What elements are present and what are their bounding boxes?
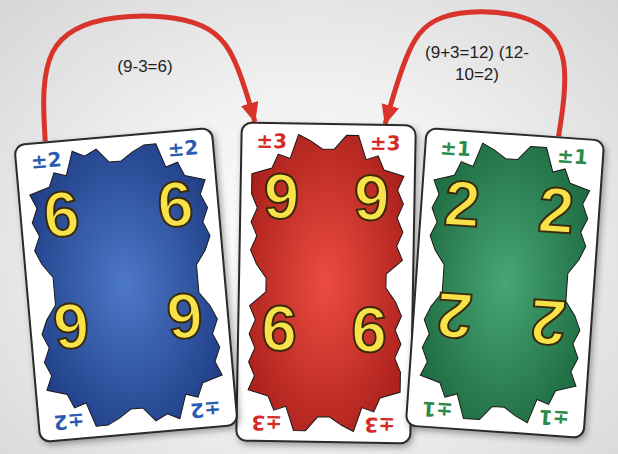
corner-value: ±2	[53, 410, 85, 433]
card-face	[15, 129, 236, 441]
arrow-connector	[385, 12, 565, 137]
corner-value: ±1	[440, 137, 472, 159]
card-face	[407, 129, 603, 437]
card-number: 9	[351, 297, 388, 362]
corner-value: ±3	[365, 415, 396, 436]
card-number: 2	[434, 282, 474, 348]
card-number: 2	[536, 177, 576, 243]
card-number: 9	[353, 165, 390, 230]
card-panel	[247, 134, 404, 433]
corner-value: ±3	[251, 413, 282, 434]
card-number: 6	[165, 283, 206, 350]
corner-value: ±2	[190, 398, 222, 421]
corner-value: ±2	[167, 137, 199, 160]
corner-value: ±1	[557, 145, 589, 167]
card-panel	[418, 140, 593, 426]
card-number: 9	[263, 164, 300, 229]
number-card: ±1±12222±1±1	[405, 127, 605, 439]
card-number: 2	[529, 289, 569, 355]
edge-label: (9+3=12) (12-10=2)	[422, 42, 532, 86]
card-panel	[26, 140, 225, 430]
number-card: ±2±26666±2±2	[13, 127, 238, 443]
card-number: 6	[51, 293, 92, 360]
arrow-connector	[44, 16, 255, 142]
corner-value: ±3	[370, 133, 401, 154]
corner-value: ±1	[421, 399, 453, 421]
card-number: 6	[155, 171, 196, 238]
edge-label: (9-3=6)	[95, 56, 195, 78]
number-card: ±3±39999±3±3	[235, 121, 417, 444]
corner-value: ±2	[30, 149, 62, 172]
corner-value: ±3	[256, 131, 287, 152]
card-number: 2	[442, 171, 482, 237]
card-number: 9	[261, 296, 298, 361]
card-number: 6	[41, 181, 82, 248]
corner-value: ±1	[538, 407, 570, 429]
